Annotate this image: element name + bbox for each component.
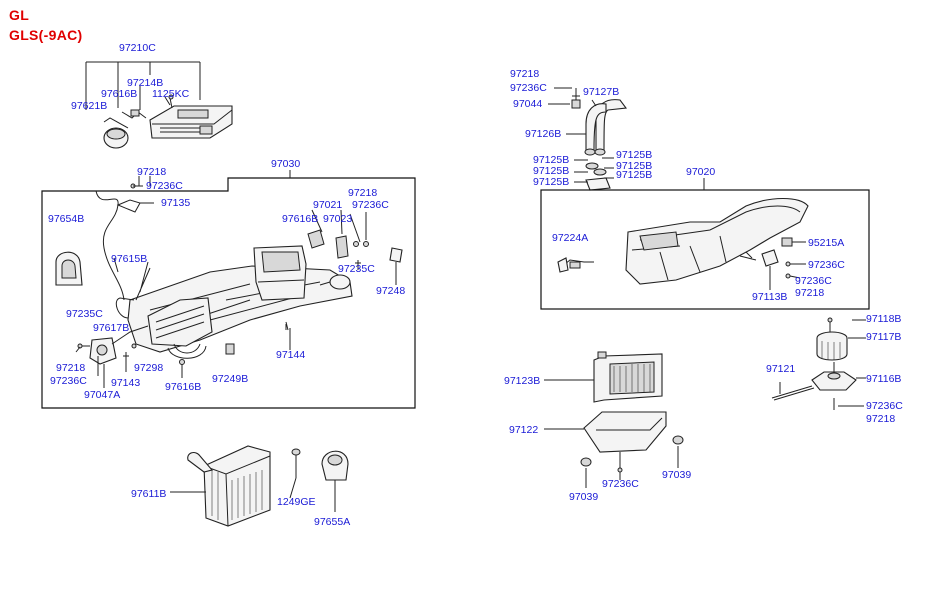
label-97127b: 97127B <box>583 86 619 98</box>
label-97218-f: 97218 <box>866 413 895 425</box>
assembly-box-97030 <box>41 177 416 409</box>
label-97218-a: 97218 <box>137 166 166 178</box>
label-97113b: 97113B <box>752 291 787 303</box>
bolt-1249ge <box>291 448 301 478</box>
header-gls-9ac: GLS(-9AC) <box>9 27 83 43</box>
actuator-parts-97021 <box>307 209 403 285</box>
label-97125b-3: 97125B <box>533 176 569 188</box>
label-97116b: 97116B <box>866 373 901 385</box>
label-97235c-b: 97235C <box>66 308 103 320</box>
label-97023: 97023 <box>323 213 352 225</box>
label-97298: 97298 <box>134 362 163 374</box>
label-97236c-e: 97236C <box>808 259 845 271</box>
label-97236c-d: 97236C <box>510 82 547 94</box>
label-97210c: 97210C <box>119 42 156 54</box>
servo-97224a <box>557 257 594 273</box>
label-97125b-2: 97125B <box>533 165 569 177</box>
wiring-harness-97135 <box>95 183 143 301</box>
label-97218-d: 97218 <box>510 68 539 80</box>
label-97214b: 97214B <box>127 77 163 89</box>
label-97044: 97044 <box>513 98 542 110</box>
water-valve-97127b <box>571 88 628 191</box>
label-97621b: 97621B <box>71 100 107 112</box>
label-97047a: 97047A <box>84 389 120 401</box>
blower-motor-97116b <box>811 362 857 391</box>
label-97616b-b: 97616B <box>282 213 318 225</box>
blower-housing-97020 <box>625 198 809 285</box>
blower-fan-97117b <box>816 317 848 361</box>
label-97039-b: 97039 <box>662 469 691 481</box>
label-97135: 97135 <box>161 197 190 209</box>
actuator-motor-97621b <box>103 117 129 149</box>
label-97616b-a: 97616B <box>101 88 137 100</box>
label-97125b-5: 97125B <box>616 160 652 172</box>
tray-97122 <box>580 411 684 473</box>
label-97125b-4: 97125B <box>616 149 652 161</box>
label-97616b-c: 97616B <box>165 381 201 393</box>
label-97021: 97021 <box>313 199 342 211</box>
label-97118b: 97118B <box>866 313 901 325</box>
label-97655a: 97655A <box>314 516 350 528</box>
duct-97654b <box>55 251 83 286</box>
actuator-97047a <box>77 325 149 388</box>
label-97236c-c: 97236C <box>50 375 87 387</box>
label-97615b: 97615B <box>111 253 147 265</box>
label-97122: 97122 <box>509 424 538 436</box>
label-97236c-b: 97236C <box>352 199 389 211</box>
label-97249b: 97249B <box>212 373 248 385</box>
label-97039-a: 97039 <box>569 491 598 503</box>
relay-97113b <box>761 249 791 290</box>
assembly-box-97020 <box>540 189 870 310</box>
rod-97121 <box>771 385 815 401</box>
label-97020: 97020 <box>686 166 715 178</box>
label-97224a: 97224A <box>552 232 588 244</box>
label-97218-e: 97218 <box>795 287 824 299</box>
label-97235c-a: 97235C <box>338 263 375 275</box>
label-1125kc: 1125KC <box>152 88 190 100</box>
label-97123b: 97123B <box>504 375 540 387</box>
label-97218-b: 97218 <box>348 187 377 199</box>
label-97126b: 97126B <box>525 128 561 140</box>
label-1249ge: 1249GE <box>277 496 316 508</box>
screws-97298 <box>123 343 235 378</box>
evaporator-core-97611b <box>187 445 271 527</box>
label-97617b: 97617B <box>93 322 129 334</box>
control-assembly-97210c <box>149 105 233 139</box>
label-97236c-g: 97236C <box>866 400 903 412</box>
label-97125b-6: 97125B <box>616 169 652 181</box>
label-97121: 97121 <box>766 363 795 375</box>
label-97143: 97143 <box>111 377 140 389</box>
label-97654b: 97654B <box>48 213 84 225</box>
label-97248: 97248 <box>376 285 405 297</box>
label-95215a: 95215A <box>808 237 844 249</box>
label-97218-c: 97218 <box>56 362 85 374</box>
grommet-97655a <box>321 450 349 512</box>
header-gl: GL <box>9 7 30 23</box>
heater-core-97123b <box>593 351 663 403</box>
resistor-95215a <box>781 237 806 247</box>
label-97125b-1: 97125B <box>533 154 569 166</box>
label-97236c-a: 97236C <box>146 180 183 192</box>
label-97030: 97030 <box>271 158 300 170</box>
label-97144: 97144 <box>276 349 305 361</box>
label-97117b: 97117B <box>866 331 901 343</box>
heater-unit-body <box>115 245 353 359</box>
label-97236c-f: 97236C <box>795 275 832 287</box>
label-97236c-h: 97236C <box>602 478 639 490</box>
label-97611b: 97611B <box>131 488 166 500</box>
group-97210c <box>85 61 233 149</box>
